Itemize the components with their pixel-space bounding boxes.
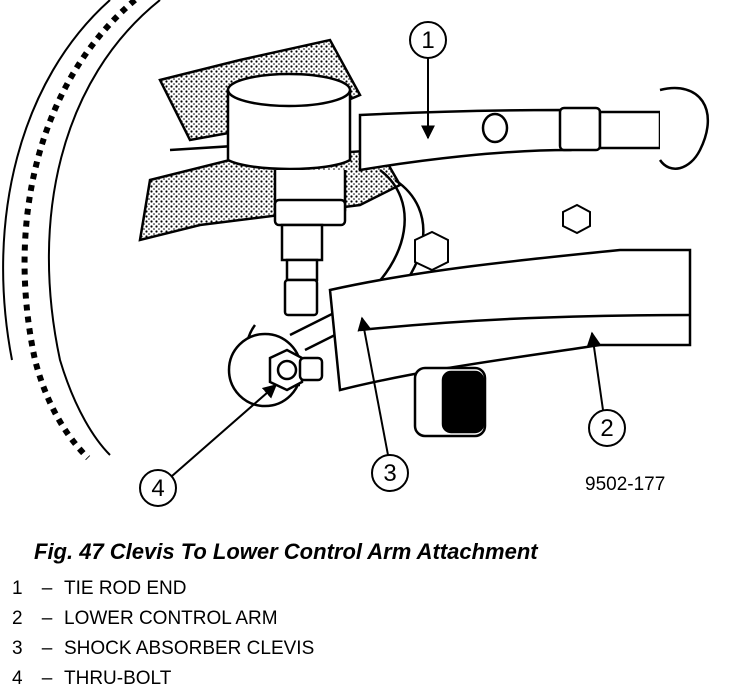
- legend-label: LOWER CONTROL ARM: [64, 608, 278, 629]
- legend-label: SHOCK ABSORBER CLEVIS: [64, 638, 315, 659]
- callout-3: 3: [357, 316, 409, 492]
- legend-dash: –: [41, 578, 53, 599]
- callout-4: 4: [139, 384, 278, 507]
- lower-control-arm: [328, 248, 692, 392]
- legend-label: THRU-BOLT: [64, 668, 172, 689]
- callout-1: 1: [409, 21, 447, 140]
- figure-caption: Fig. 47 Clevis To Lower Control Arm Atta…: [34, 539, 538, 564]
- legend-number: 3: [12, 638, 23, 659]
- callout-1-number: 1: [421, 27, 434, 54]
- legend-dash: –: [41, 608, 53, 629]
- arm-bushing: [413, 366, 487, 438]
- legend-dash: –: [41, 668, 53, 689]
- hex-nuts: [414, 203, 591, 272]
- legend-item: 1 – TIE ROD END: [12, 574, 314, 604]
- legend-item: 4 – THRU-BOLT: [12, 664, 314, 694]
- callout-4-number: 4: [151, 475, 164, 502]
- suspension-illustration: 9502-177 1 2 3 4: [2, 0, 710, 507]
- legend-dash: –: [41, 638, 53, 659]
- callout-3-number: 3: [383, 460, 396, 487]
- legend-number: 4: [12, 668, 23, 689]
- thru-bolt: [227, 332, 324, 408]
- legend-item: 2 – LOWER CONTROL ARM: [12, 604, 314, 634]
- ball-joint-housing: [226, 72, 352, 317]
- parts-legend: 1 – TIE ROD END 2 – LOWER CONTROL ARM 3 …: [12, 574, 314, 694]
- legend-label: TIE ROD END: [64, 578, 187, 599]
- tie-rod-end: [358, 86, 710, 172]
- callout-2: 2: [586, 331, 626, 447]
- legend-number: 2: [12, 608, 23, 629]
- legend-number: 1: [12, 578, 23, 599]
- reference-code: 9502-177: [585, 474, 665, 495]
- callout-2-number: 2: [600, 415, 613, 442]
- legend-item: 3 – SHOCK ABSORBER CLEVIS: [12, 634, 314, 664]
- tire-tread: [2, 0, 161, 461]
